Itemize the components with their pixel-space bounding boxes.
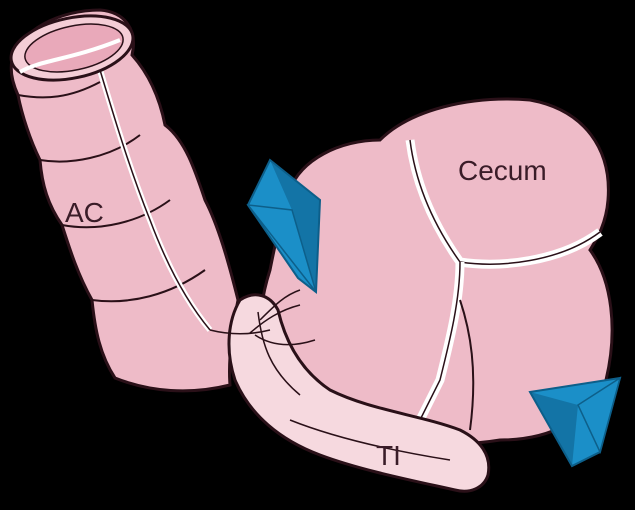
label-ac: AC: [65, 197, 104, 228]
label-ti: TI: [376, 440, 401, 471]
ascending-colon: [5, 6, 238, 391]
label-cecum: Cecum: [458, 155, 547, 186]
